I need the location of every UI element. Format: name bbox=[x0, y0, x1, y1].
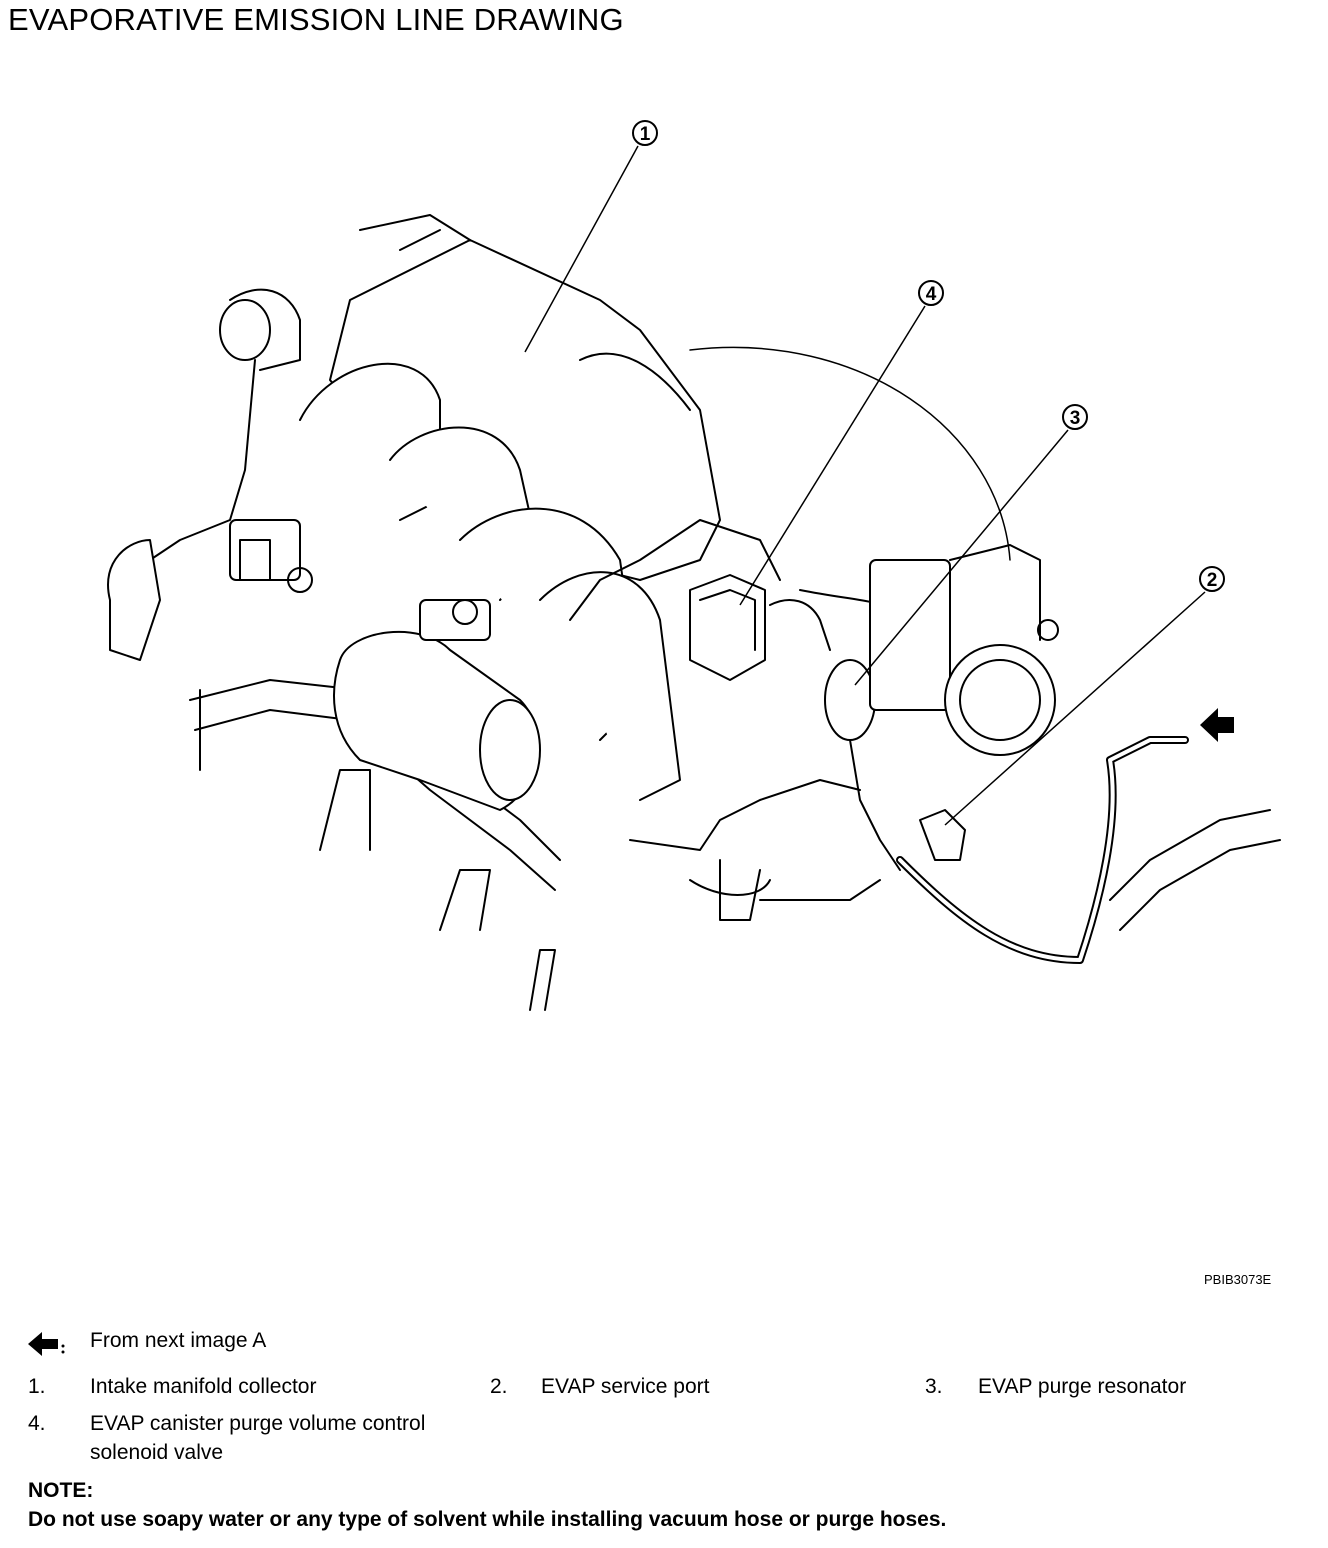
legend-item-2-label: EVAP service port bbox=[541, 1375, 710, 1398]
callout-3-label: 3 bbox=[1070, 408, 1081, 429]
callout-2-circle bbox=[1199, 566, 1225, 592]
callout-1-circle bbox=[632, 120, 658, 146]
page-title: EVAPORATIVE EMISSION LINE DRAWING bbox=[8, 2, 624, 37]
legend-item-3-number: 3. bbox=[925, 1375, 943, 1398]
legend-item-3-label: EVAP purge resonator bbox=[978, 1375, 1187, 1398]
legend-item-1-label: Intake manifold collector bbox=[90, 1375, 317, 1398]
callout-4-label: 4 bbox=[926, 284, 937, 305]
engine-line-drawing: 1 4 3 2 bbox=[107, 120, 1281, 1011]
evap-canister-purge-solenoid-valve bbox=[689, 574, 766, 681]
arrow-left-icon bbox=[28, 1332, 65, 1356]
callout-1-label: 1 bbox=[640, 124, 651, 145]
legend-item-1-number: 1. bbox=[28, 1375, 46, 1398]
legend-item-4-label-line1: EVAP canister purge volume control bbox=[90, 1412, 426, 1435]
flow-arrow-icon bbox=[1200, 708, 1234, 742]
note-title: NOTE: bbox=[28, 1479, 94, 1502]
callout-2-label: 2 bbox=[1207, 570, 1218, 591]
legend-item-4-label-line2: solenoid valve bbox=[90, 1441, 224, 1464]
note-text: Do not use soapy water or any type of so… bbox=[28, 1508, 947, 1531]
figure-code: PBIB3073E bbox=[1204, 1272, 1272, 1287]
legend-item-2-number: 2. bbox=[490, 1375, 508, 1398]
legend-arrow-text: From next image A bbox=[90, 1329, 267, 1352]
evap-service-port bbox=[919, 809, 966, 861]
callout-4-circle bbox=[918, 280, 944, 306]
evap-purge-resonator bbox=[824, 659, 876, 741]
callout-3-circle bbox=[1062, 404, 1088, 430]
legend-item-4-number: 4. bbox=[28, 1412, 46, 1435]
